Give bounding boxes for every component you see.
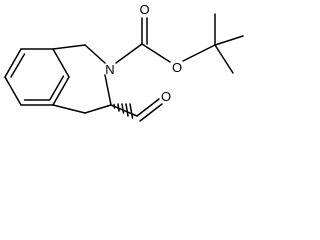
bond-single [214, 35, 244, 46]
chemical-structure: N O O O [4, 2, 244, 122]
bond-single [84, 104, 112, 114]
bond-single [84, 44, 106, 64]
carbonyl-oxygen-label: O [139, 2, 149, 17]
bond-single [214, 44, 234, 74]
bond-single [52, 44, 86, 50]
hash-line [129, 103, 134, 119]
bond-double [136, 98, 160, 117]
bond-aromatic-inner [49, 75, 65, 101]
bond-single [182, 44, 216, 62]
bond-single [104, 74, 112, 106]
bond-aromatic [4, 76, 22, 106]
bond-aromatic-inner [10, 53, 26, 78]
nitrogen-label: N [105, 62, 114, 77]
hash-line [117, 103, 120, 112]
bond-aromatic [52, 48, 70, 78]
bond-single [52, 104, 86, 114]
bond-aromatic [52, 76, 70, 106]
bond-single [110, 104, 138, 117]
hash-line [125, 103, 129, 117]
bond-single [141, 43, 171, 63]
bond-double [139, 103, 163, 122]
bond-lines [4, 13, 244, 122]
hash-line [113, 103, 116, 109]
bond-single [115, 43, 143, 64]
stereo-hash-wedge [113, 103, 134, 119]
ester-oxygen-label: O [172, 60, 182, 75]
bond-aromatic [4, 48, 22, 78]
hash-line [121, 103, 125, 114]
aldehyde-oxygen-label: O [161, 89, 171, 104]
